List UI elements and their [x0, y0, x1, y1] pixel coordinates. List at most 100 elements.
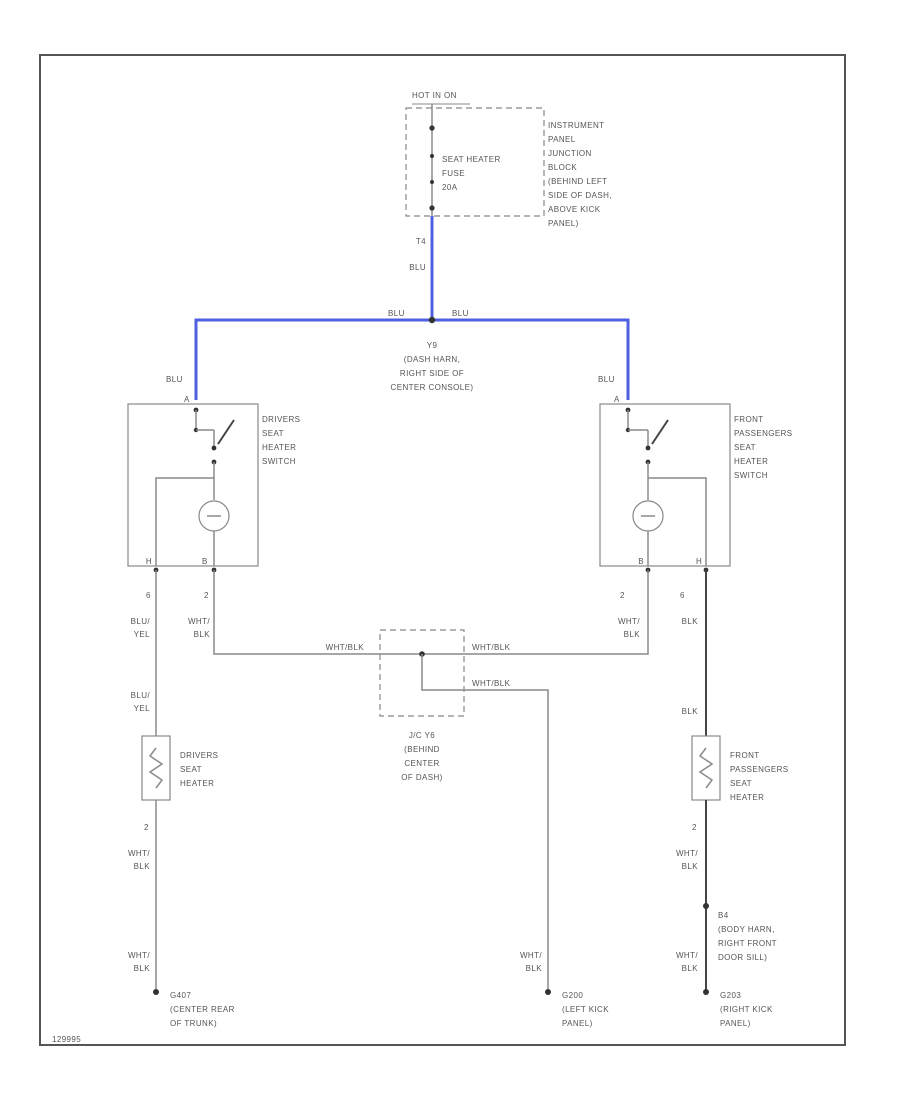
driver-switch-wire-left: BLU/: [131, 617, 151, 626]
junction-block-outline: [405, 107, 545, 217]
center-ground: WHT/ BLK G200 (LEFT KICK PANEL): [520, 951, 609, 1028]
passenger-switch-pin-num: 6: [680, 591, 685, 600]
driver-heater-label-line: DRIVERS: [180, 751, 218, 760]
driver-switch-contact: [211, 445, 217, 451]
junction-label-line: (BEHIND: [404, 745, 440, 754]
ground-g200-label: PANEL): [562, 1019, 593, 1028]
passenger-switch-wire-in: BLU: [598, 375, 615, 384]
driver-switch-label-line: HEATER: [262, 443, 296, 452]
passenger-heater-wire-out: WHT/: [676, 849, 698, 858]
driver-switch-wire-in: BLU: [166, 375, 183, 384]
junction-block-label-line: INSTRUMENT: [548, 121, 604, 130]
fuse-terminal-top: [429, 125, 435, 131]
driver-switch-body: [127, 403, 259, 567]
center-ground-wire: BLK: [526, 964, 543, 973]
splice-b4-label: DOOR SILL): [718, 953, 767, 962]
driver-heater-wire-in: YEL: [134, 704, 150, 713]
driver-heater-label-line: SEAT: [180, 765, 202, 774]
ground-g200-label: G200: [562, 991, 583, 1000]
passenger-seat-heater: BLK FRONT PASSENGERS SEAT HEATER 2 WHT/ …: [676, 570, 789, 1028]
fuse-label-line: 20A: [442, 183, 458, 192]
passenger-switch-contact: [645, 445, 651, 451]
splice-label-line: Y9: [427, 341, 438, 350]
junction-block-label-line: (BEHIND LEFT: [548, 177, 607, 186]
splice-b4-label: B4: [718, 911, 729, 920]
junction-wire-right-top: WHT/BLK: [472, 643, 511, 652]
passenger-switch-label-line: SWITCH: [734, 471, 768, 480]
driver-switch-label-line: SEAT: [262, 429, 284, 438]
diagram-id: 129995: [52, 1035, 81, 1044]
hot-wires: BLU BLU Y9 (DASH HARN, RIGHT SIDE OF CEN…: [194, 216, 630, 400]
junction-wire-right-bottom: WHT/BLK: [472, 679, 511, 688]
passenger-switch-label-line: FRONT: [734, 415, 764, 424]
splice-b4-label: (BODY HARN,: [718, 925, 775, 934]
junction-y6-outline: [379, 629, 465, 717]
ground-g200-symbol: [545, 989, 551, 995]
passenger-switch-body: [599, 403, 731, 567]
fuse-contact: [430, 180, 434, 184]
fuse-label-line: SEAT HEATER: [442, 155, 501, 164]
driver-heater-wire-out: WHT/: [128, 849, 150, 858]
splice-b4-label: RIGHT FRONT: [718, 939, 777, 948]
feed-wire-passenger: [432, 318, 630, 400]
passenger-heater-wire-out: BLK: [682, 862, 699, 871]
passenger-switch-label-line: HEATER: [734, 457, 768, 466]
fuse-wire-color: BLU: [409, 263, 426, 272]
passenger-seat-heater-switch: BLU A FRONT PASSENGERS SEAT HEATER SWITC…: [598, 375, 793, 639]
driver-seat-heater-switch: BLU A DRIVERS SEAT HEATER SWITCH H B 6 2…: [127, 375, 300, 639]
fuse-terminal-bottom: [429, 205, 435, 211]
splice-right-wire-color: BLU: [452, 309, 469, 318]
junction-label-line: CENTER: [404, 759, 439, 768]
junction-y6: WHT/BLK WHT/BLK WHT/BLK J/C Y6 (BEHIND C…: [213, 570, 649, 990]
passenger-ground-wire: WHT/: [676, 951, 698, 960]
driver-heater-resistor: [148, 747, 164, 789]
ground-g203-label: G203: [720, 991, 741, 1000]
hot-in-on-label: HOT IN ON: [412, 91, 457, 100]
driver-switch-pin-num: 6: [146, 591, 151, 600]
ground-g203-label: (RIGHT KICK: [720, 1005, 773, 1014]
driver-heater-pin: 2: [144, 823, 149, 832]
passenger-switch-wire-left: WHT/: [618, 617, 640, 626]
fuse-contact: [430, 154, 434, 158]
splice-b4: [703, 903, 709, 909]
splice-y9: [428, 316, 436, 324]
passenger-heater-resistor: [698, 747, 714, 789]
junction-block-label-line: JUNCTION: [548, 149, 592, 158]
fuse-pin-label: T4: [416, 237, 426, 246]
driver-switch-pin-b: B: [202, 557, 208, 566]
driver-switch-wire-left: YEL: [134, 630, 150, 639]
passenger-heater-label-line: HEATER: [730, 793, 764, 802]
driver-seat-heater: BLU/ YEL DRIVERS SEAT HEATER 2 WHT/ BLK …: [128, 570, 234, 1028]
splice-left-wire-color: BLU: [388, 309, 405, 318]
driver-switch-pin-num: 2: [204, 591, 209, 600]
splice-label-line: CENTER CONSOLE): [391, 383, 474, 392]
driver-heater-wire-in: BLU/: [131, 691, 151, 700]
switch-ground-wire: [213, 570, 649, 655]
center-ground-wire: WHT/: [520, 951, 542, 960]
feed-wire-driver: [194, 318, 432, 400]
junction-label-line: OF DASH): [401, 773, 442, 782]
driver-switch-blade: [217, 419, 235, 445]
splice-label-line: (DASH HARN,: [404, 355, 460, 364]
driver-heater-label-line: HEATER: [180, 779, 214, 788]
passenger-heater-pin: 2: [692, 823, 697, 832]
junction-ground-wire: [421, 654, 549, 990]
junction-block-label-line: PANEL): [548, 219, 579, 228]
driver-switch-wire-right: BLK: [194, 630, 211, 639]
junction-block-label-line: ABOVE KICK: [548, 205, 601, 214]
driver-ground-wire: WHT/: [128, 951, 150, 960]
driver-switch-pin-top: A: [184, 395, 190, 404]
junction-label-line: J/C Y6: [409, 731, 435, 740]
passenger-heater-label-line: PASSENGERS: [730, 765, 789, 774]
passenger-switch-pin-num: 2: [620, 591, 625, 600]
ground-g203-symbol: [703, 989, 709, 995]
passenger-switch-label-line: PASSENGERS: [734, 429, 793, 438]
driver-switch-wire-right: WHT/: [188, 617, 210, 626]
ground-g203-label: PANEL): [720, 1019, 751, 1028]
ground-g200-label: (LEFT KICK: [562, 1005, 609, 1014]
ground-g407-symbol: [153, 989, 159, 995]
passenger-ground-wire: BLK: [682, 964, 699, 973]
junction-wire-left: WHT/BLK: [326, 643, 365, 652]
diagram-frame: [39, 54, 846, 1046]
